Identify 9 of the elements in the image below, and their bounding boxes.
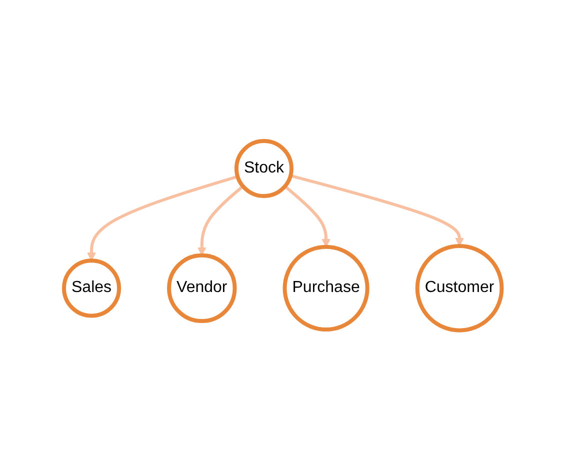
- arrow: [290, 174, 464, 247]
- node-circle: Sales: [62, 259, 122, 318]
- node-circle: Stock: [234, 139, 294, 198]
- node-circle: Vendor: [167, 254, 237, 324]
- arrow: [87, 175, 238, 262]
- node-circle: Purchase: [282, 245, 370, 332]
- arrow: [284, 185, 331, 248]
- node-circle: Customer: [415, 244, 504, 333]
- arrow: [198, 185, 244, 256]
